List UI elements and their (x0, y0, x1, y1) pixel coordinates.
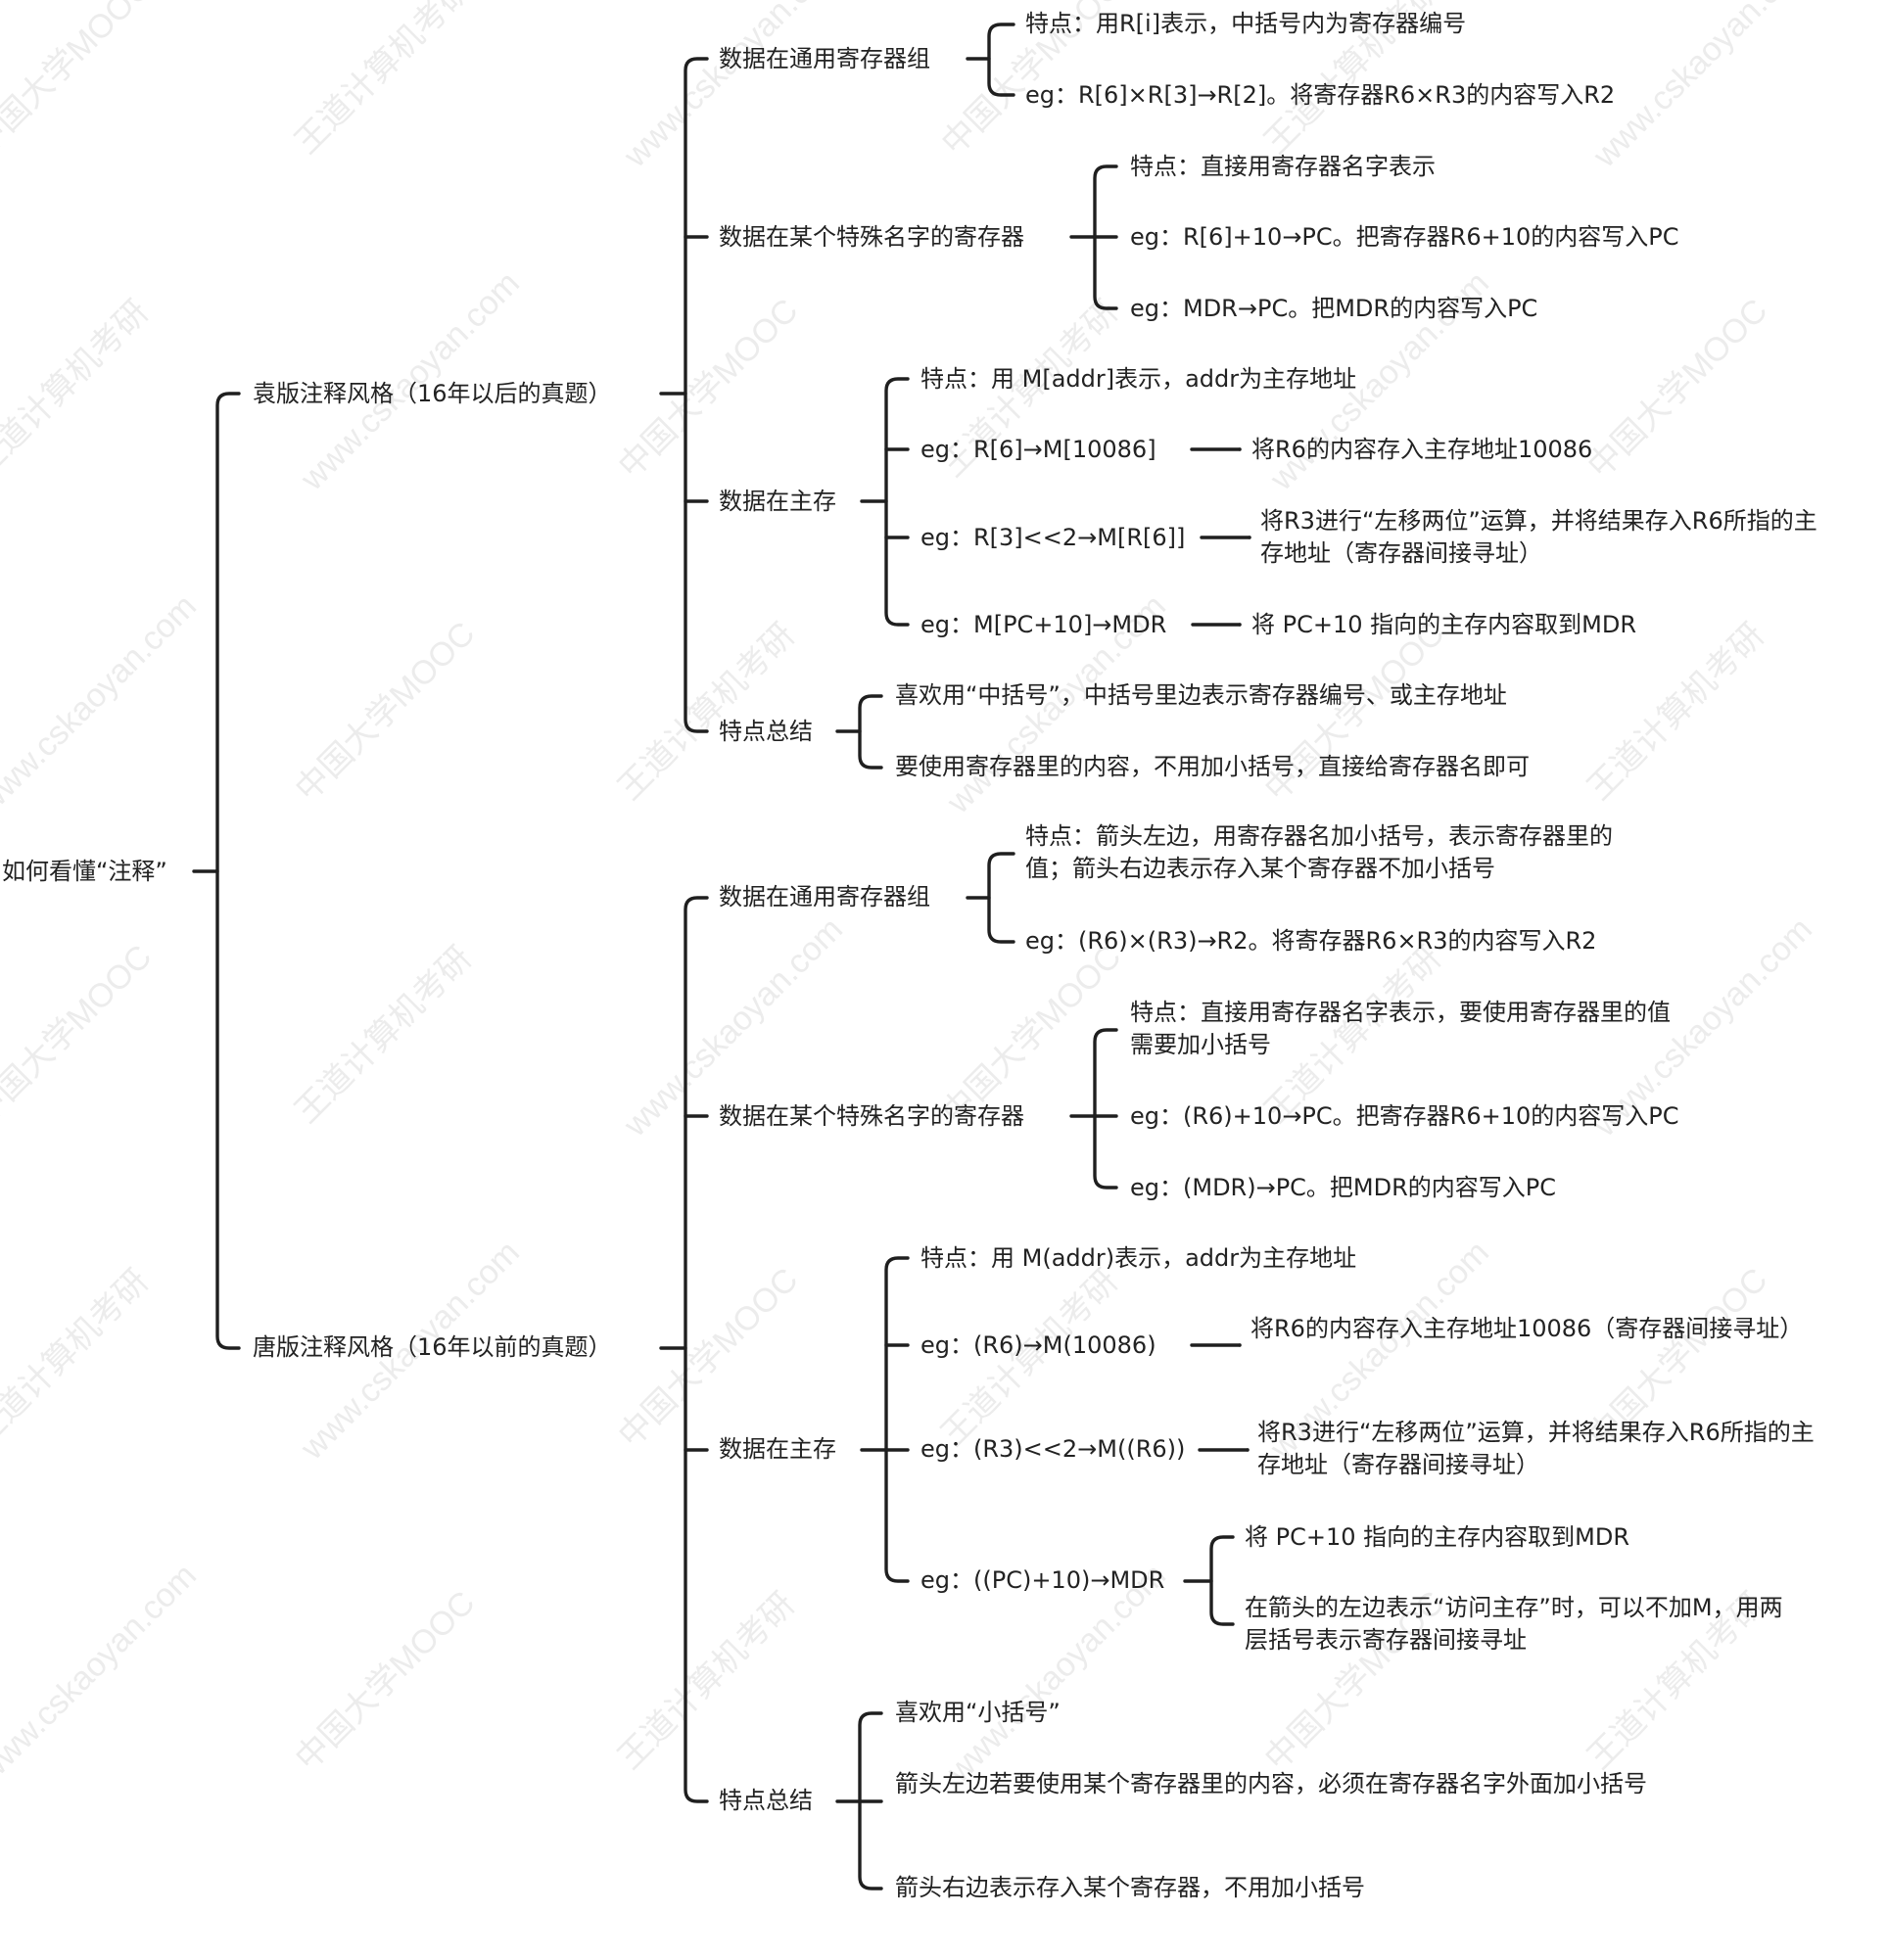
leaf-summary: 喜欢用“中括号”，中括号里边表示寄存器编号、或主存地址 (895, 681, 1507, 709)
leaf-feature: 特点：用 M(addr)表示，addr为主存地址 (920, 1244, 1357, 1272)
leaf-example: eg：(MDR)→PC。把MDR的内容写入PC (1130, 1174, 1557, 1201)
topic-special-registers: 数据在某个特殊名字的寄存器 (719, 1102, 1024, 1130)
branch-connector (860, 377, 910, 627)
leaf-example: eg：R[6]→M[10086] (920, 436, 1156, 463)
branch-connector (835, 1711, 883, 1890)
branch-connector (1069, 164, 1118, 310)
branch-connector (1069, 1028, 1118, 1190)
leaf-example: eg：(R6)→M(10086) (920, 1331, 1156, 1359)
leaf-summary: 喜欢用“小括号” (895, 1699, 1061, 1726)
branch-connector (659, 57, 709, 733)
branch-tang-style: 唐版注释风格（16年以前的真题） (253, 1333, 612, 1361)
branch-connector (966, 23, 1015, 97)
leaf-summary: 箭头左边若要使用某个寄存器里的内容，必须在寄存器名字外面加小括号 (895, 1770, 1647, 1797)
branch-connector (966, 852, 1015, 944)
branch-yuan-style: 袁版注释风格（16年以后的真题） (253, 380, 612, 407)
leaf-feature: 特点：箭头左边，用寄存器名加小括号，表示寄存器里的值；箭头右边表示存入某个寄存器… (1025, 822, 1613, 882)
leaf-explanation: 将R6的内容存入主存地址10086（寄存器间接寻址） (1250, 1315, 1804, 1342)
topic-summary: 特点总结 (719, 718, 813, 745)
leaf-explanation: 将R3进行“左移两位”运算，并将结果存入R6所指的主存地址（寄存器间接寻址） (1257, 1419, 1815, 1478)
leaf-example: eg：(R6)+10→PC。把寄存器R6+10的内容写入PC (1130, 1102, 1679, 1130)
topic-general-registers: 数据在通用寄存器组 (719, 45, 930, 72)
leaf-summary: 要使用寄存器里的内容，不用加小括号，直接给寄存器名即可 (895, 753, 1530, 780)
leaf-feature: 特点：用 M[addr]表示，addr为主存地址 (920, 365, 1357, 393)
leaf-example: eg：MDR→PC。把MDR的内容写入PC (1130, 295, 1538, 322)
leaf-summary: 箭头右边表示存入某个寄存器，不用加小括号 (895, 1874, 1365, 1901)
leaf-example: eg：R[6]+10→PC。把寄存器R6+10的内容写入PC (1130, 223, 1679, 251)
leaf-example: eg：R[3]<<2→M[R[6]] (920, 524, 1186, 551)
branch-connector (835, 694, 883, 770)
leaf-feature: 特点：用R[i]表示，中括号内为寄存器编号 (1025, 10, 1467, 37)
leaf-example: eg：M[PC+10]→MDR (920, 611, 1167, 638)
branch-connector (659, 896, 709, 1803)
leaf-feature: 特点：直接用寄存器名字表示 (1130, 153, 1436, 180)
leaf-explanation: 将 PC+10 指向的主存内容取到MDR (1245, 1523, 1629, 1551)
topic-main-memory: 数据在主存 (719, 1435, 836, 1463)
branch-connector (860, 1256, 910, 1583)
leaf-example: eg：(R3)<<2→M((R6)) (920, 1435, 1186, 1463)
topic-special-registers: 数据在某个特殊名字的寄存器 (719, 223, 1024, 251)
leaf-example: eg：(R6)×(R3)→R2。将寄存器R6×R3的内容写入R2 (1025, 927, 1597, 955)
leaf-explanation: 将R3进行“左移两位”运算，并将结果存入R6所指的主存地址（寄存器间接寻址） (1260, 507, 1817, 567)
leaf-example: eg：((PC)+10)→MDR (920, 1566, 1165, 1594)
leaf-explanation: 将R6的内容存入主存地址10086 (1251, 436, 1593, 463)
branch-connector (1183, 1535, 1235, 1626)
topic-general-registers: 数据在通用寄存器组 (719, 883, 930, 910)
leaf-feature: 特点：直接用寄存器名字表示，要使用寄存器里的值需要加小括号 (1130, 999, 1671, 1058)
leaf-example: eg：R[6]×R[3]→R[2]。将寄存器R6×R3的内容写入R2 (1025, 81, 1616, 109)
leaf-explanation: 在箭头的左边表示“访问主存”时，可以不加M，用两层括号表示寄存器间接寻址 (1245, 1594, 1783, 1654)
root-node: 如何看懂“注释” (2, 858, 167, 885)
topic-summary: 特点总结 (719, 1787, 813, 1814)
branch-connector (192, 392, 241, 1350)
leaf-explanation: 将 PC+10 指向的主存内容取到MDR (1251, 611, 1636, 638)
topic-main-memory: 数据在主存 (719, 488, 836, 515)
